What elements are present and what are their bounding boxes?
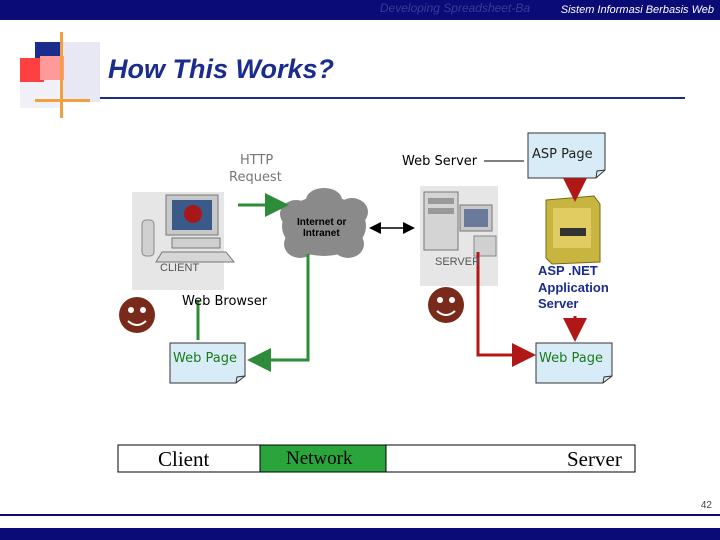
internet-label-line2: Intranet [303,228,340,239]
bar-server-label: Server [567,447,622,471]
server-tag-label: SERVER [435,256,481,268]
page-number: 42 [700,500,712,511]
internet-label-line1: Internet or [297,217,347,228]
header-bar [0,0,720,20]
web-page-left-label: Web Page [173,351,237,366]
aspnet-box-icon [545,195,601,265]
deco-line-orange-vertical [60,32,63,118]
layer-bar-network-segment [259,444,387,473]
http-request-label-line1: HTTP [240,153,274,168]
client-tag-label: CLIENT [160,262,200,274]
web-server-label: Web Server [402,154,478,169]
web-page-left-document-icon [169,342,246,384]
smiley-face-icon-left [119,297,155,333]
asp-page-document-icon [527,132,606,179]
web-page-right-document-icon [535,342,613,384]
footer-rule [0,514,720,516]
aspnet-label-line1: ASP .NET [538,263,598,278]
bar-network-label: Network [286,448,353,469]
smiley-face-icon-right [428,287,464,323]
deco-line-orange-horizontal [35,99,90,102]
server-to-webpage-arrow [476,252,536,367]
http-request-label-line2: Request [229,170,282,185]
footer-bar [0,528,720,540]
title-rule [100,97,685,99]
network-to-webpage-arrow [247,254,310,372]
aspnet-label-line3: Server [538,296,579,311]
client-computer-icon [132,192,236,290]
slide-title: How This Works? [108,54,335,84]
asp-page-label: ASP Page [532,147,593,162]
server-computer-icon [420,186,498,286]
internet-cloud-icon [280,188,368,258]
aspnet-label-line2: Application [538,280,609,295]
header-subtitle: Sistem Informasi Berbasis Web [560,4,714,16]
deco-square-lavender [62,42,100,102]
header-ghost-text: Developing Spreadsheet-Ba [379,1,530,15]
web-browser-label: Web Browser [182,294,268,309]
web-page-right-label: Web Page [539,351,603,366]
bar-client-label: Client [158,447,210,471]
